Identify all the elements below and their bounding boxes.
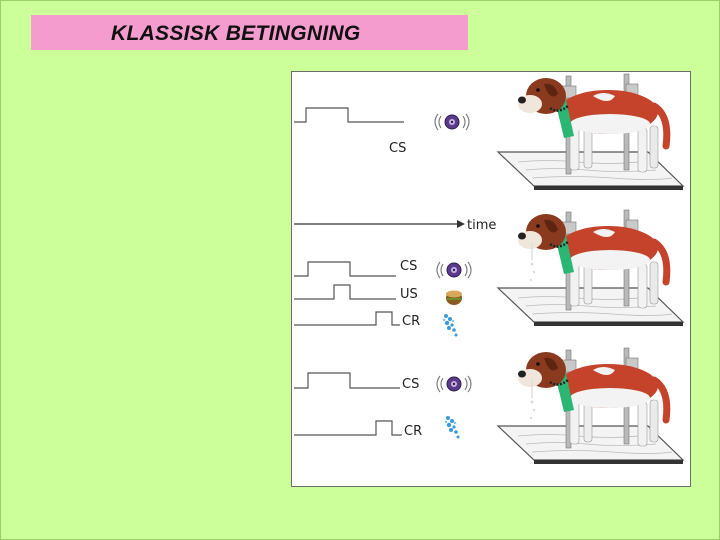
diagram-canvas: CS time CS US CR CS CR [294, 72, 690, 486]
food-icon [446, 290, 462, 305]
label-cr-during: CR [402, 314, 420, 329]
label-cs-before: CS [389, 141, 406, 156]
cr-waveform-after [294, 420, 402, 436]
label-cs-after: CS [402, 377, 419, 392]
conditioning-diagram: CS time CS US CR CS CR [291, 71, 691, 487]
time-label: time [467, 218, 496, 233]
time-arrow-icon [457, 220, 465, 228]
bell-icon [436, 261, 472, 279]
bell-icon [436, 375, 472, 393]
slide-title: KLASSISK BETINGNING [111, 22, 361, 45]
us-waveform-during [294, 284, 396, 300]
dog-icon [498, 74, 683, 190]
bell-icon [434, 113, 470, 131]
saliva-icon [442, 314, 458, 337]
label-cs-during: CS [400, 259, 417, 274]
cs-waveform-before [294, 107, 404, 123]
cs-waveform-during [294, 261, 396, 277]
label-cr-after: CR [404, 424, 422, 439]
cr-waveform-during [294, 311, 400, 326]
label-us-during: US [400, 287, 418, 302]
saliva-icon [444, 416, 460, 439]
title-banner: KLASSISK BETINGNING [31, 15, 468, 50]
cs-waveform-after [294, 372, 400, 389]
dog-icon [498, 348, 683, 464]
dog-icon [498, 210, 683, 326]
